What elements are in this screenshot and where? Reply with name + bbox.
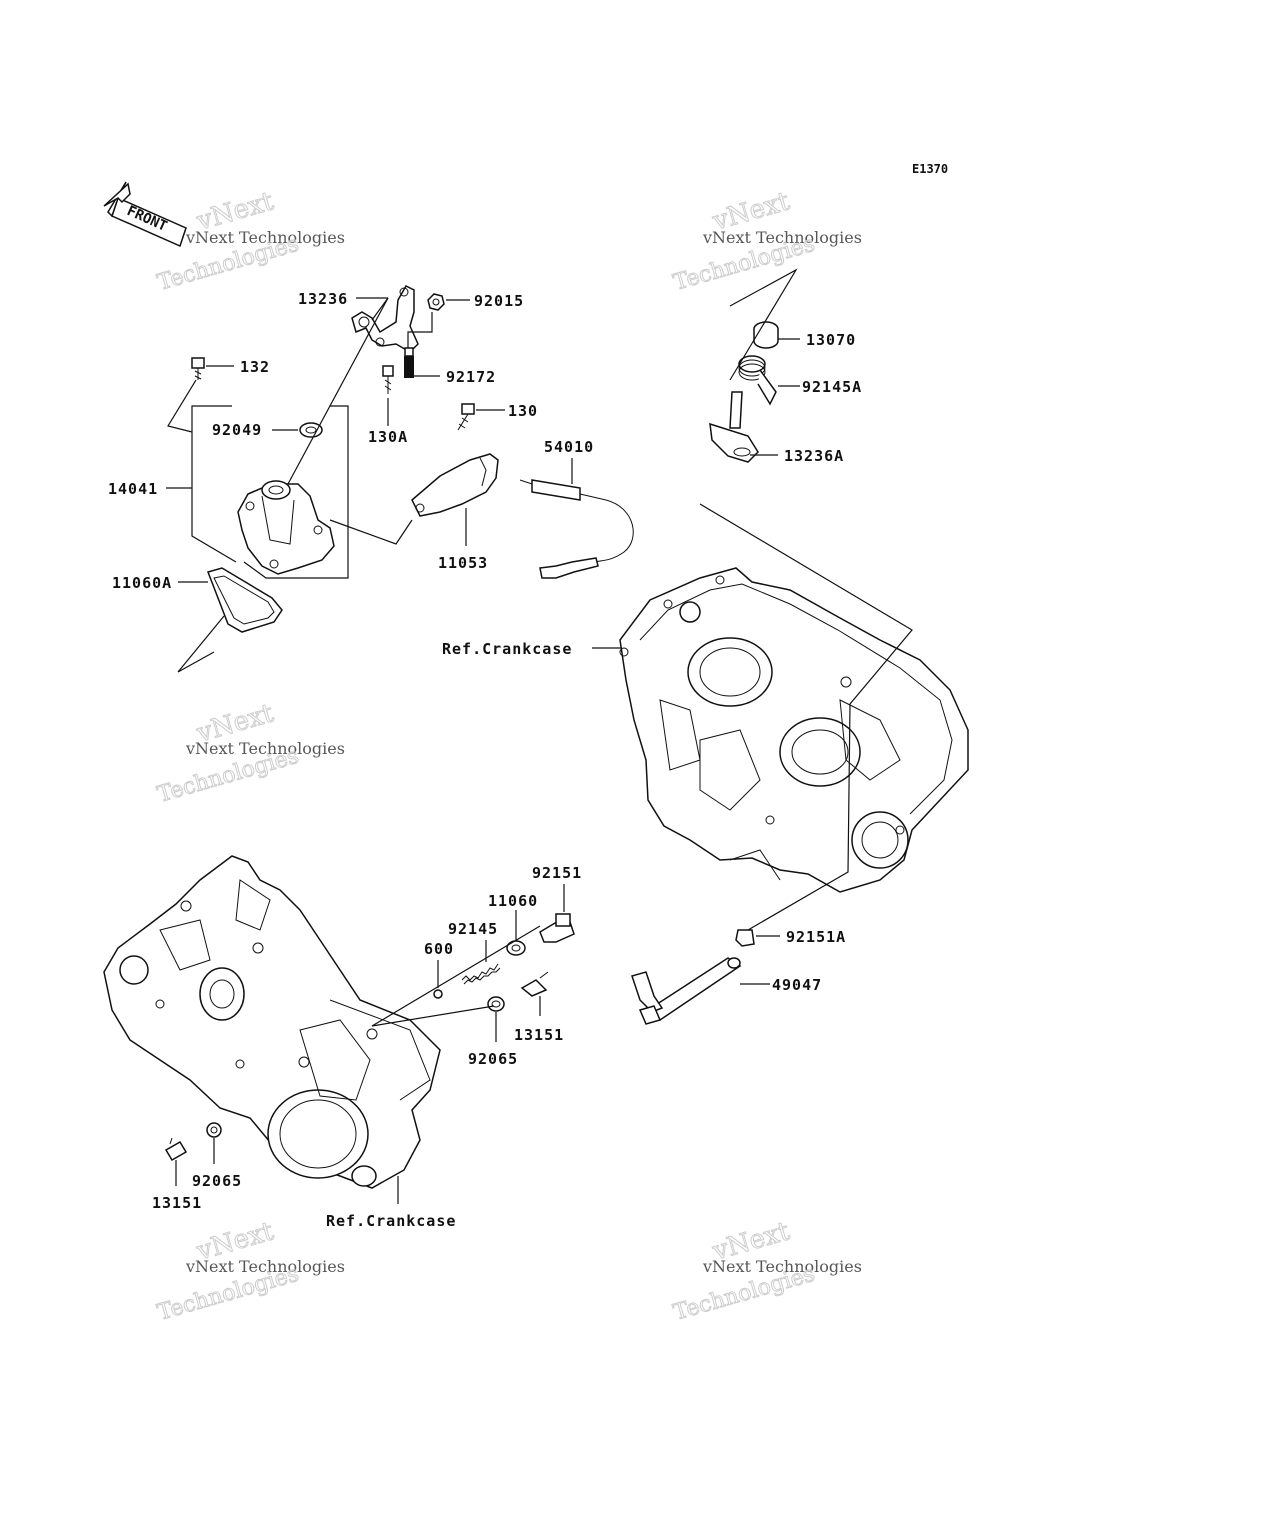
label-11060a: 11060A [112, 574, 172, 592]
label-130a: 130A [368, 428, 408, 446]
label-14041: 14041 [108, 480, 158, 498]
ball-600 [433, 989, 443, 999]
label-13151-low: 13151 [152, 1194, 202, 1212]
watermark-top-right: vNext Technologies vNext Technologies [670, 186, 862, 297]
bolt-130 [457, 403, 475, 431]
label-92065-low: 92065 [192, 1172, 242, 1190]
gasket-11060a [207, 567, 283, 633]
front-arrow-icon: FRONT [103, 181, 187, 248]
cover-11053 [411, 453, 499, 517]
label-92151: 92151 [532, 864, 582, 882]
watermark-mid-left: vNext Technologies vNext Technologies [154, 698, 345, 809]
sensor-54010 [519, 479, 634, 579]
switch-13151-right [520, 971, 549, 997]
switch-13151-low [164, 1137, 188, 1162]
watermark-bottom-right: vNext Technologies vNext Technologies [670, 1216, 862, 1327]
crankcase-right [619, 567, 969, 893]
plug-92151 [539, 913, 575, 943]
label-13070: 13070 [806, 331, 856, 349]
label-ref-crankcase-lower: Ref.Crankcase [326, 1212, 456, 1230]
oil-seal-92049 [299, 422, 323, 438]
svg-text:vNext Technologies: vNext Technologies [702, 1257, 862, 1276]
shift-bracket-13236 [351, 285, 419, 353]
watermark-bottom-left: vNext Technologies vNext Technologies [154, 1216, 345, 1327]
label-ref-crankcase-upper: Ref.Crankcase [442, 640, 572, 658]
label-13151-right: 13151 [514, 1026, 564, 1044]
bolt-132 [191, 357, 205, 380]
washer-11060 [506, 940, 526, 956]
diagram-code: E1370 [912, 162, 948, 176]
leader-shaft-assembly [699, 503, 913, 931]
label-92145: 92145 [448, 920, 498, 938]
nut-92015 [427, 293, 445, 311]
shift-drum-49047 [631, 957, 742, 1025]
frame-left [191, 405, 237, 563]
leader-lines [166, 297, 800, 1204]
label-13236a: 13236A [784, 447, 844, 465]
collar-13070 [753, 321, 779, 349]
label-132: 132 [240, 358, 270, 376]
label-54010: 54010 [544, 438, 594, 456]
bolt-130a [382, 365, 394, 394]
shaft-13236a [709, 391, 759, 463]
cover-14041 [237, 480, 335, 575]
label-11053: 11053 [438, 554, 488, 572]
label-92151a: 92151A [786, 928, 846, 946]
washer-92065-mid [487, 996, 505, 1012]
spring-92145 [461, 963, 501, 985]
washer-92065-low [206, 1122, 222, 1138]
label-92172: 92172 [446, 368, 496, 386]
label-92015: 92015 [474, 292, 524, 310]
svg-text:vNext Technologies: vNext Technologies [185, 1257, 345, 1276]
label-13236: 13236 [298, 290, 348, 308]
svg-text:vNext Technologies: vNext Technologies [702, 228, 862, 247]
label-92049: 92049 [212, 421, 262, 439]
svg-text:vNext Technologies: vNext Technologies [185, 739, 345, 758]
crankcase-left [103, 855, 441, 1189]
leader-cone [729, 268, 798, 381]
frame-right [243, 405, 349, 579]
plug-92151a [735, 929, 755, 947]
label-600: 600 [424, 940, 454, 958]
stud-92172 [404, 347, 414, 378]
label-49047: 49047 [772, 976, 822, 994]
watermark-top-left: vNext Technologies vNext Technologies [154, 186, 345, 297]
label-130: 130 [508, 402, 538, 420]
spring-92145a [738, 355, 777, 406]
svg-text:vNext Technologies: vNext Technologies [185, 228, 345, 247]
label-11060: 11060 [488, 892, 538, 910]
label-92145a: 92145A [802, 378, 862, 396]
label-92065-mid: 92065 [468, 1050, 518, 1068]
